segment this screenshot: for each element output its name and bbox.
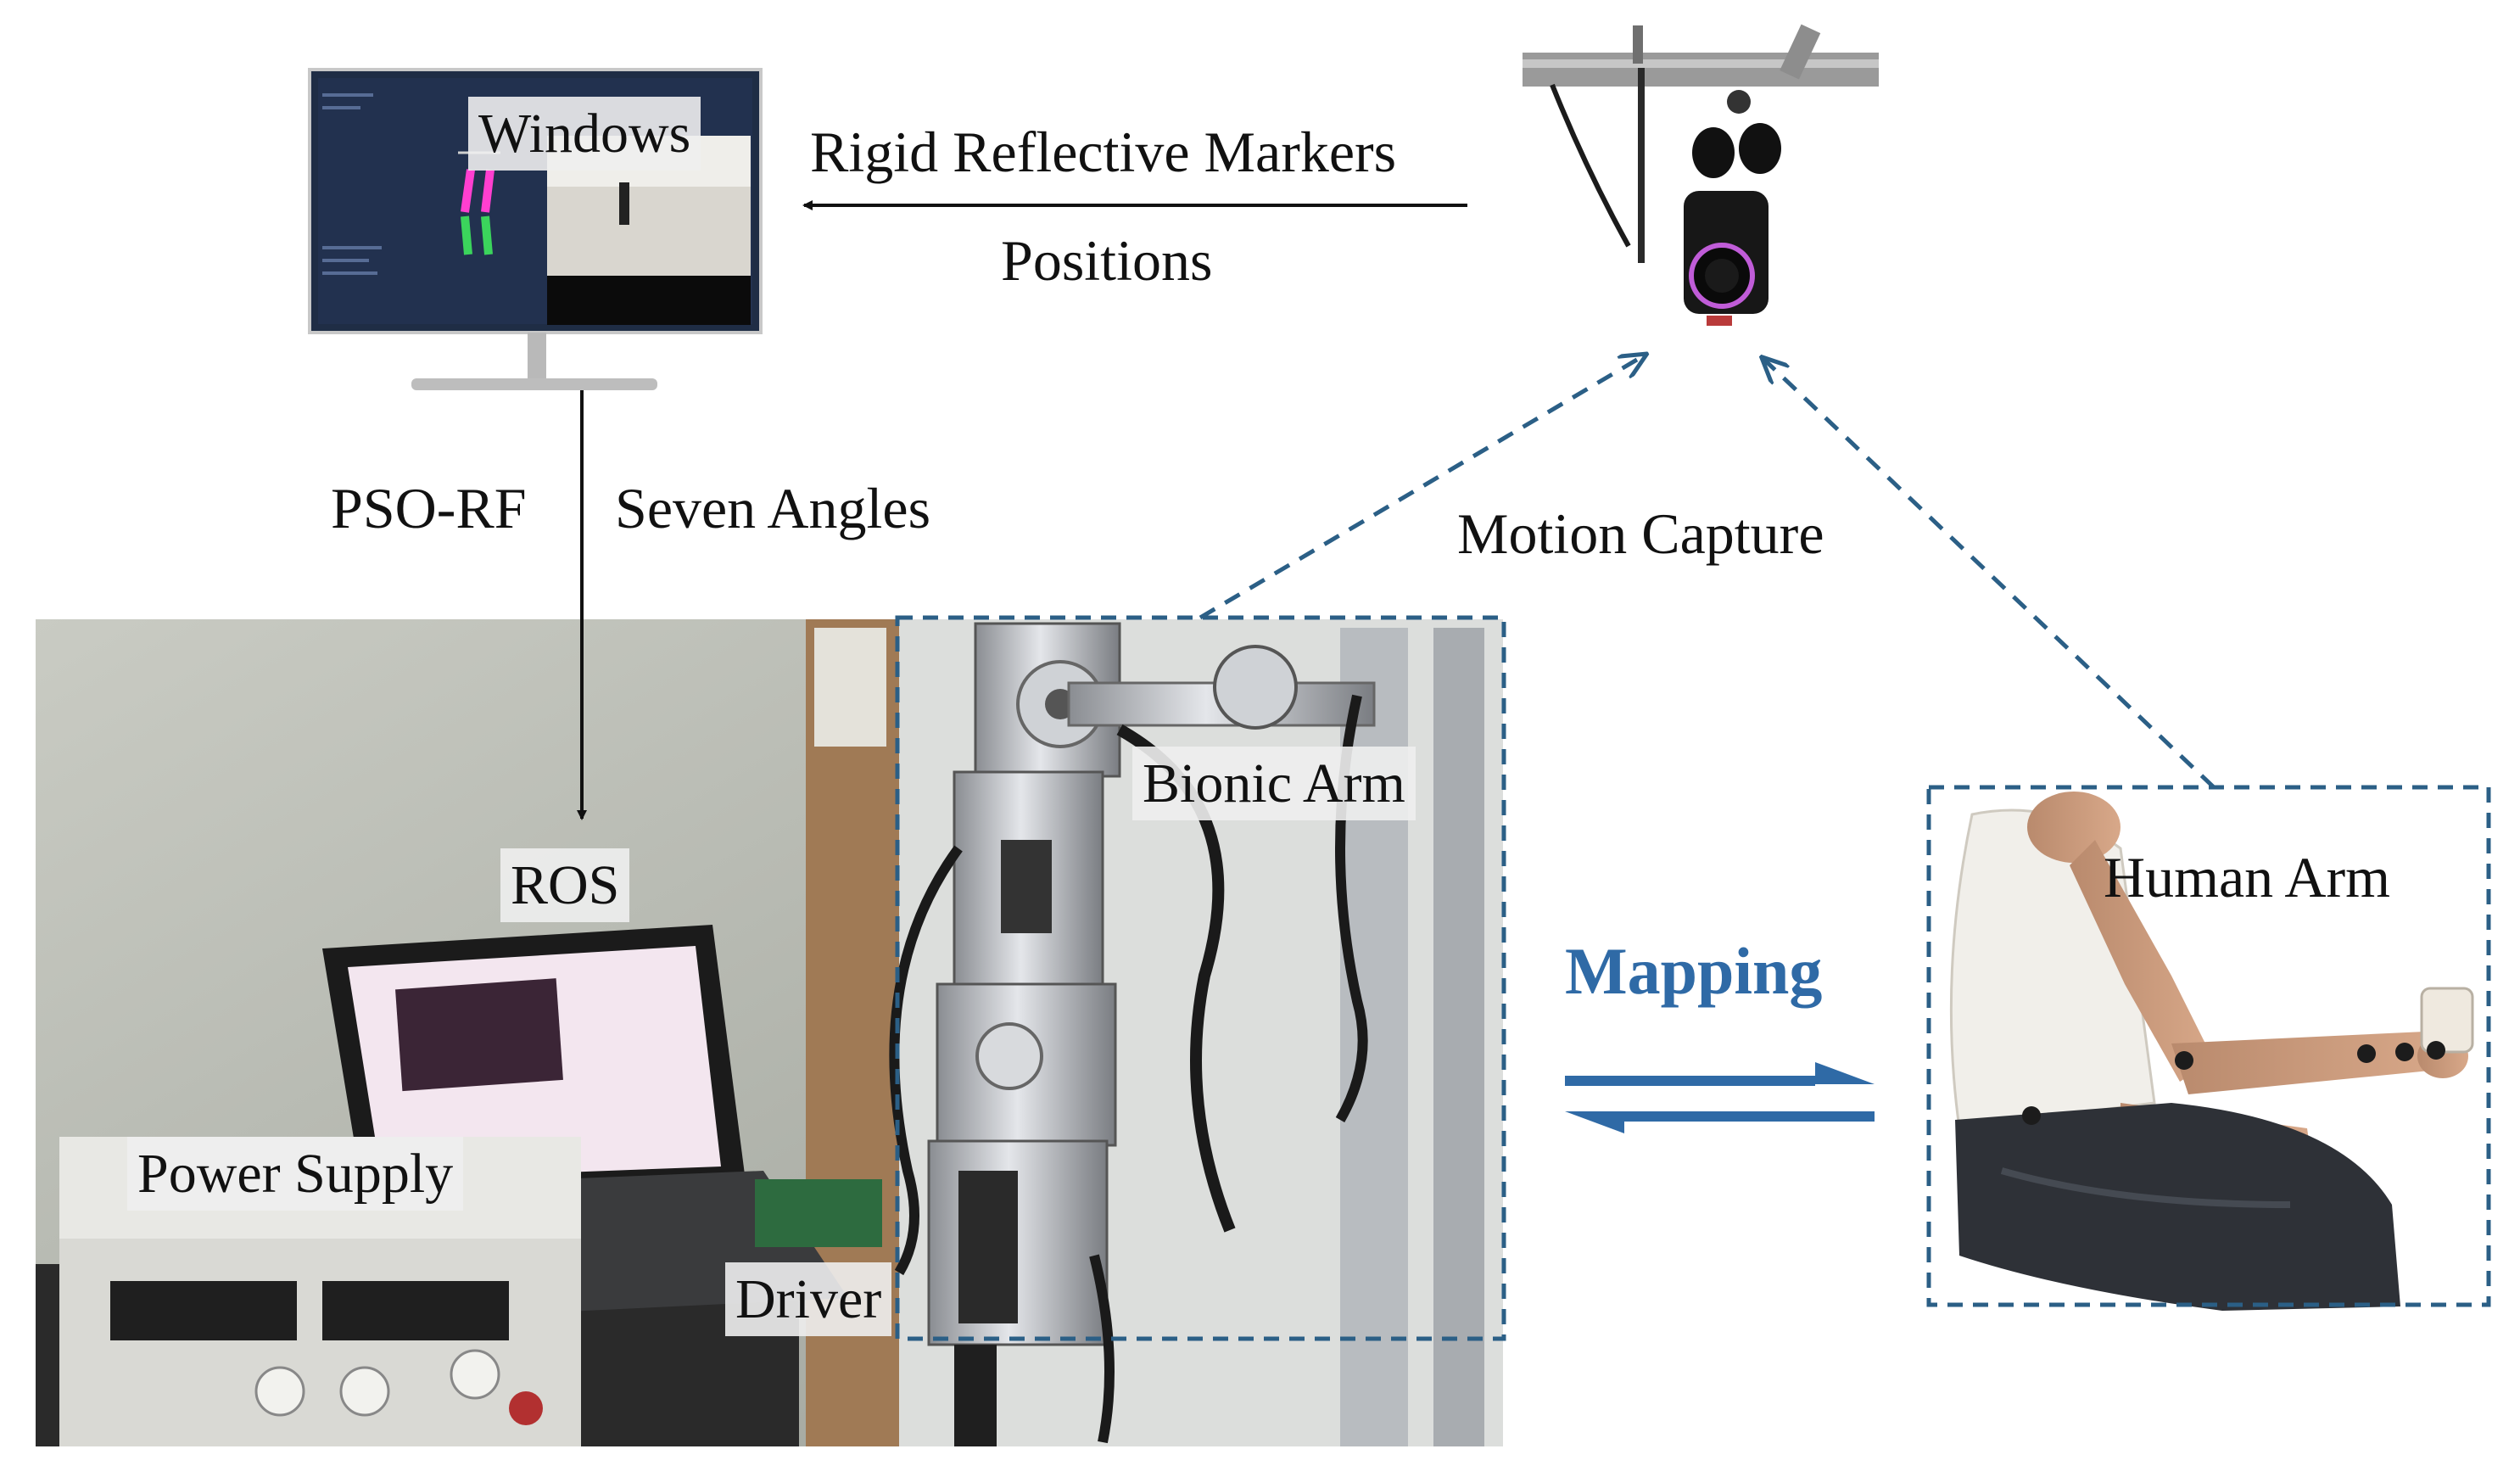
bionic-arm-robot: [889, 622, 1376, 1446]
driver-board: [755, 1179, 882, 1247]
power-supply-label: Power Supply: [127, 1137, 464, 1211]
positions-label: Positions: [1001, 228, 1213, 293]
motion-capture-camera: [1523, 24, 1879, 326]
rigid-markers-label: Rigid Reflective Markers: [810, 120, 1397, 184]
seven-angles-label: Seven Angles: [615, 476, 931, 540]
motion-capture-arrow-human: [1763, 358, 2215, 789]
human-arm-label: Human Arm: [2104, 845, 2391, 909]
bionic-arm-dashed-box: [895, 615, 1506, 1341]
ros-label: ROS: [500, 848, 630, 923]
windows-label: Windows: [468, 97, 701, 171]
laptop: [322, 925, 848, 1323]
motion-capture-label: Motion Capture: [1457, 501, 1824, 566]
bionic-arm-label: Bionic Arm: [1132, 747, 1416, 821]
human-arm-photo: [1949, 792, 2474, 1311]
human-arm-dashed-box: [1926, 785, 2491, 1307]
mapping-arrows: [1565, 1062, 1875, 1133]
pso-rf-label: PSO-RF: [331, 476, 527, 540]
motion-capture-arrow-robot: [1199, 355, 1646, 620]
mapping-label: Mapping: [1565, 934, 1823, 1008]
driver-label: Driver: [725, 1262, 892, 1337]
